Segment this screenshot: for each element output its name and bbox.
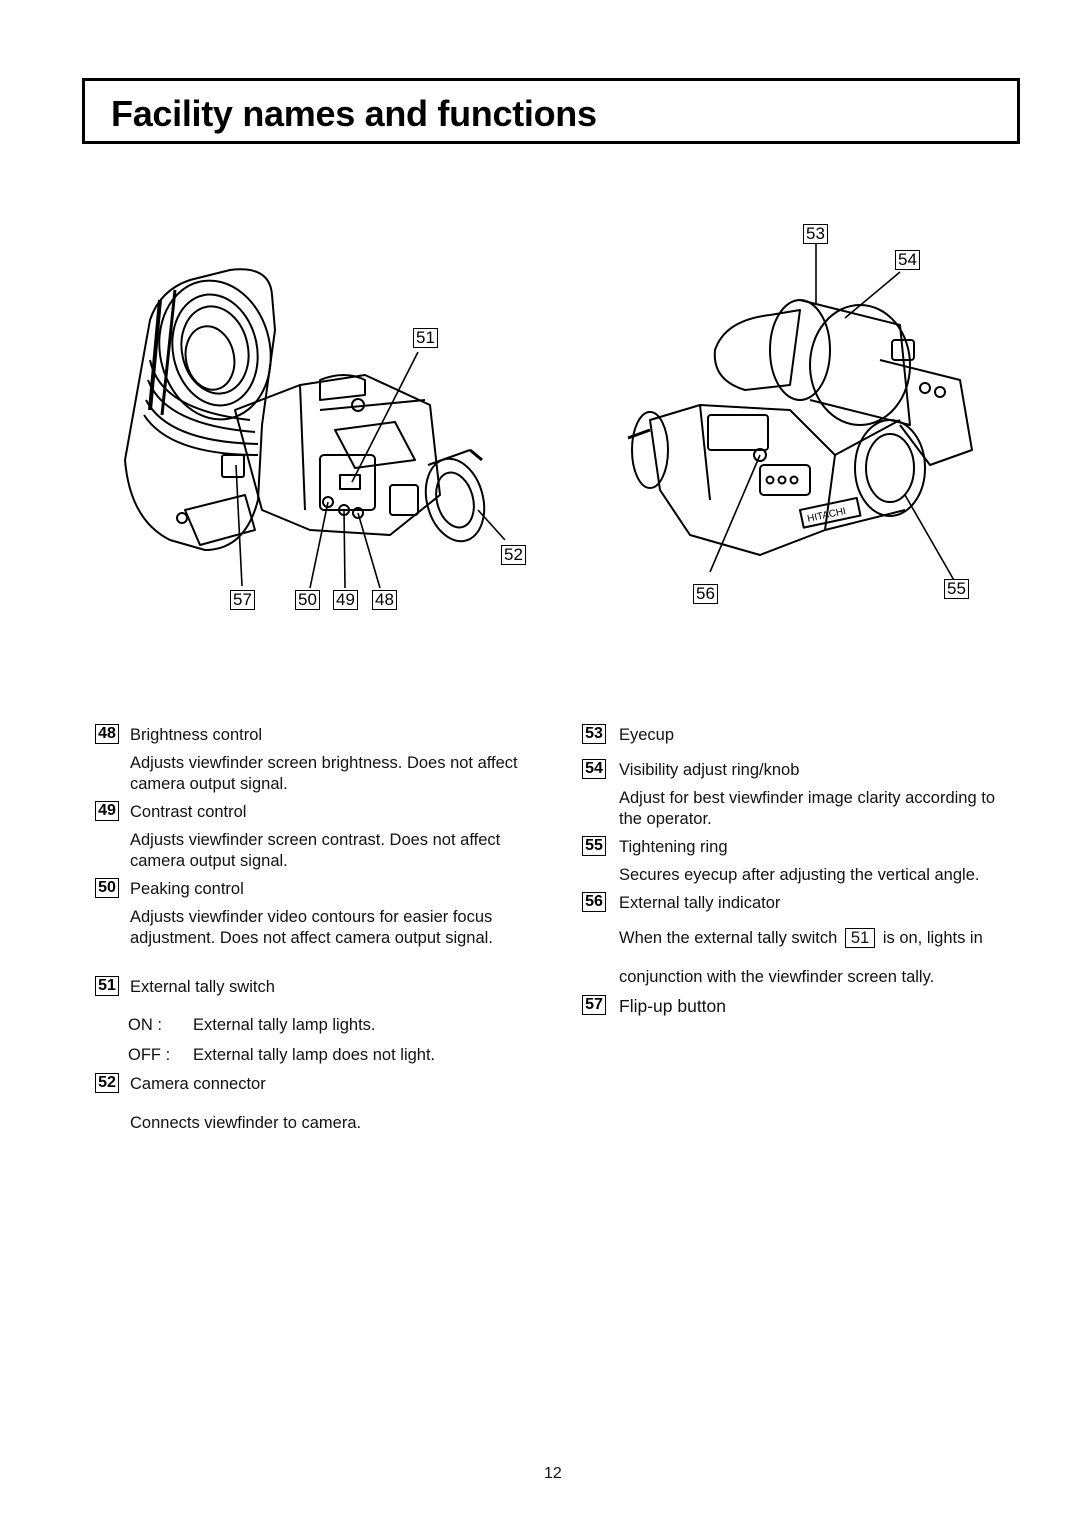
item-51-off-label: OFF : [128,1046,171,1064]
callout-55: 55 [944,579,969,599]
item-48-title: Brightness control [130,726,263,744]
item-54-title: Visibility adjust ring/knob [619,761,800,779]
callout-56: 56 [693,584,718,604]
item-51-on-label: ON : [128,1016,162,1034]
item-56-description-line2: conjunction with the viewfinder screen t… [619,968,935,986]
callout-57: 57 [230,590,255,610]
item-51-on-text: External tally lamp lights. [193,1016,376,1034]
item-48: 48 [95,724,119,744]
item-51-title: External tally switch [130,978,275,996]
item-50-description: Adjusts viewfinder video contours for ea… [130,908,493,947]
item-51-off-text: External tally lamp does not light. [193,1046,436,1064]
item-number-badge: 53 [582,724,606,744]
item-57-title: Flip-up button [619,996,727,1016]
item-49-description: Adjusts viewfinder screen contrast. Does… [130,831,501,870]
callout-49: 49 [333,590,358,610]
item-number-badge: 54 [582,759,606,779]
item-number-badge: 51 [95,976,119,996]
item-number-badge: 52 [95,1073,119,1093]
item-50: 50 [95,878,119,898]
item-55: 55 [582,836,606,856]
item-55-description: Secures eyecup after adjusting the verti… [619,866,980,884]
page-number: 12 [544,1465,562,1482]
page-title: Facility names and functions [111,93,597,134]
item-49: 49 [95,801,119,821]
callout-48: 48 [372,590,397,610]
viewfinder-illustration: HITACHI 51 52 57 50 49 48 53 54 56 55 [0,210,1080,630]
item-48-description: Adjusts viewfinder screen brightness. Do… [130,754,518,793]
item-53: 53 [582,724,606,744]
callout-54: 54 [895,250,920,270]
item-53-title: Eyecup [619,726,675,744]
item-number-badge: 55 [582,836,606,856]
item-56-ref-badge: 51 [844,928,876,948]
title-frame: Facility names and functions [82,78,1020,144]
item-52: 52 [95,1073,119,1093]
item-56-desc-before: When the external tally switch [619,929,838,947]
callout-52: 52 [501,545,526,565]
item-56-description-line1: When the external tally switch 51 is on,… [619,928,983,948]
item-56-desc-after: is on, lights in [882,929,983,947]
item-56-title: External tally indicator [619,894,781,912]
item-54-description: Adjust for best viewfinder image clarity… [619,789,996,828]
item-number-badge: 50 [95,878,119,898]
item-54: 54 [582,759,606,779]
item-49-title: Contrast control [130,803,247,821]
item-57: 57 [582,995,606,1015]
item-number-badge: 48 [95,724,119,744]
callout-53: 53 [803,224,828,244]
item-number-badge: 56 [582,892,606,912]
item-52-title: Camera connector [130,1075,266,1093]
item-55-title: Tightening ring [619,838,728,856]
item-52-description: Connects viewfinder to camera. [130,1114,362,1132]
callout-51: 51 [413,328,438,348]
callout-50: 50 [295,590,320,610]
item-51: 51 [95,976,119,996]
item-56: 56 [582,892,606,912]
item-50-title: Peaking control [130,880,244,898]
item-number-badge: 49 [95,801,119,821]
item-number-badge: 57 [582,995,606,1015]
viewfinder-drawing: HITACHI [124,244,973,589]
